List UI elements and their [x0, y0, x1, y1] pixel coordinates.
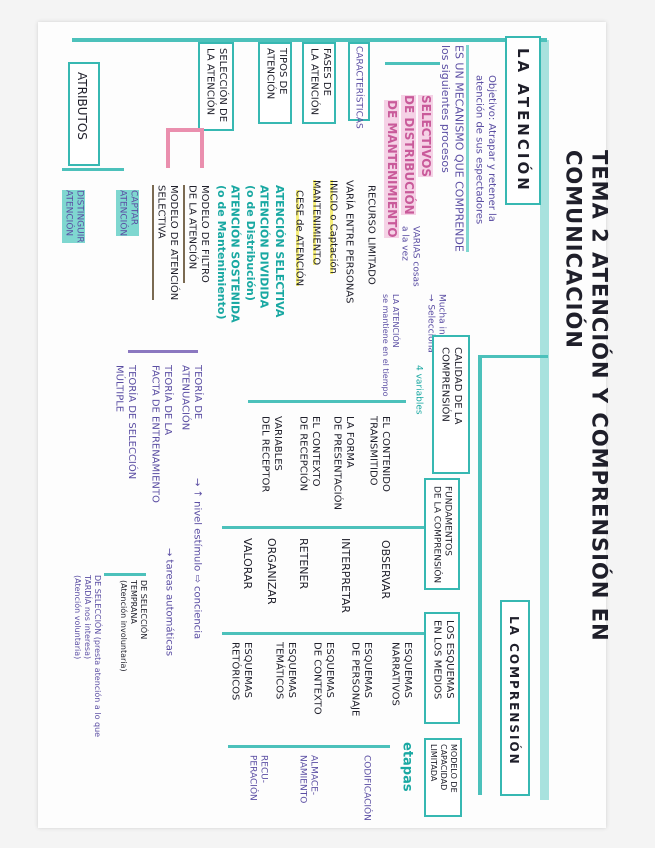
main-trunk-line [540, 40, 549, 800]
fundamentos-node: FUNDAMENTOS DE LA COMPRENSIÓN [424, 478, 460, 590]
esquema-contexto: ESQUEMAS DE CONTEXTO [311, 642, 336, 715]
pink-stem-1 [166, 128, 170, 168]
teoria-entrenamiento: TEORÍA DE LA FACTA DE ENTRENAMIENTO [149, 365, 174, 503]
calidad-node: CALIDAD DE LA COMPRENSIÓN [432, 335, 470, 474]
atributos-label: ATRIBUTOS [75, 72, 89, 140]
comprension-link [478, 355, 548, 358]
etapa-recuperacion: RECU- PERACIÓN [247, 755, 269, 801]
etapa-codificacion: CODIFICACIÓN [361, 755, 372, 821]
proceso-distribucion-note: VARIAS cosas a la vez [399, 226, 421, 287]
esquema-personaje: ESQUEMAS DE PERSONAJE [349, 642, 374, 717]
caracteristica-recurso: RECURSO LIMITADO [365, 185, 377, 285]
calidad-note: 4 variables [413, 365, 424, 415]
esquema-retoricos: ESQUEMAS RETÓRICOS [229, 642, 254, 701]
tipos-node: TIPOS DE ATENCIÓN [258, 42, 292, 124]
fase-inicio: INICIO o Captación [326, 180, 339, 274]
teoria-atenuacion-note: → ↑ nivel estímulo ⇨ conciencia [191, 478, 203, 640]
pink-stem-2 [200, 128, 204, 168]
esquemas-label: LOS ESQUEMAS EN LOS MEDIOS [431, 620, 456, 700]
mecanismo-text: ES UN MECANISMO QUE COMPRENDE los siguie… [438, 45, 469, 252]
teorias-bracket [128, 350, 198, 353]
seleccion-node: SELECCIÓN DE LA ATENCIÓN [198, 42, 234, 131]
fundamento-organizar: ORGANIZAR [264, 538, 278, 605]
fundamento-interpretar: INTERPRETAR [338, 538, 352, 614]
top-branch-line [72, 38, 547, 42]
modelo-bar [228, 745, 390, 748]
proceso-distribucion: DE DISTRIBUCIÓN [401, 95, 416, 215]
tipo-sostenida: ATENCIÓN SOSTENIDA (o de Mantenimiento) [214, 185, 242, 323]
modelo-selectiva: MODELO DE ATENCIÓN SELECTIVA [152, 185, 179, 301]
teoria-atenuacion: TEORÍA DE ATENUACIÓN [179, 365, 204, 431]
esquemas-node: LOS ESQUEMAS EN LOS MEDIOS [424, 612, 460, 724]
atencion-node: LA ATENCIÓN [505, 36, 541, 205]
calidad-bar [248, 400, 406, 403]
calidad-contenido: EL CONTENIDO TRANSMITIDO [367, 416, 392, 492]
seleccion-multiple-bracket [104, 573, 146, 576]
comprension-label: LA COMPRENSIÓN [507, 616, 521, 766]
modelo-node: MODELO DE CAPACIDAD LIMITADA [424, 738, 462, 817]
fundamentos-bar [222, 526, 424, 529]
proceso-selectivos: SELECTIVOS [418, 95, 433, 178]
calidad-receptor: VARIABLES DEL RECEPTOR [259, 416, 284, 493]
fundamentos-label: FUNDAMENTOS DE LA COMPRENSIÓN [431, 486, 453, 584]
seleccion-label: SELECCIÓN DE LA ATENCIÓN [204, 48, 229, 123]
atributo-distinguir: DISTINGUIR ATENCIÓN [62, 190, 85, 243]
comprension-spine [478, 355, 482, 795]
atributo-captar: CAPTAR ATENCIÓN [116, 190, 139, 237]
caracteristica-varia: VARÍA ENTRE PERSONAS [343, 180, 355, 304]
fases-label: FASES DE LA ATENCIÓN [308, 48, 333, 116]
teoria-seleccion-multiple: TEORÍA DE SELECCIÓN MÚLTIPLE [113, 365, 138, 480]
comprension-node: LA COMPRENSIÓN [500, 600, 530, 796]
seleccion-pink-connector [166, 128, 204, 132]
caracteristicas-label: CARACTERÍSTICAS [353, 46, 364, 129]
modelo-label: MODELO DE CAPACIDAD LIMITADA [429, 744, 458, 793]
calidad-forma: LA FORMA DE PRESENTACIÓN [331, 416, 356, 510]
atencion-label: LA ATENCIÓN [513, 48, 532, 193]
modelo-filtro: MODELO DE FILTRO DE LA ATENCIÓN [183, 185, 210, 283]
esquema-narrativos: ESQUEMAS NARRATIVOS [389, 642, 414, 706]
atributos-branch [62, 168, 124, 171]
page-title: TEMA 2 ATENCIÓN Y COMPRENSIÓN EN COMUNIC… [561, 150, 612, 642]
modelo-note: etapas [399, 742, 415, 792]
esquema-tematicos: ESQUEMAS TEMÁTICOS [273, 642, 298, 700]
esquemas-bar [222, 632, 424, 635]
seleccion-tardia: DE SELECCIÓN (presta atención a lo que T… [73, 575, 102, 738]
atributos-node: ATRIBUTOS [68, 62, 100, 166]
tipo-selectiva: ATENCIÓN SELECTIVA [272, 185, 286, 318]
etapa-almacenamiento: ALMACE- NAMIENTO [297, 755, 319, 804]
tipos-label: TIPOS DE ATENCIÓN [264, 48, 289, 100]
fases-node: FASES DE LA ATENCIÓN [302, 42, 336, 124]
objetivo-text: Objetivo: Atrapar y retener la atención … [473, 75, 498, 225]
proceso-mantenimiento-note: LA ATENCIÓN se mantiene en el tiempo [381, 294, 400, 397]
fundamento-valorar: VALORAR [240, 538, 254, 590]
fase-cese: CESE de ATENCIÓN [292, 190, 305, 287]
tipo-dividida: ATENCIÓN DIVIDIDA (o de Distribución) [243, 185, 271, 309]
fase-mantenimiento: MANTENIMIENTO [309, 180, 322, 266]
fundamento-observar: OBSERVAR [378, 540, 392, 599]
teoria-entrenamiento-note: → tareas automáticas [163, 548, 175, 657]
procesos-bar [385, 62, 440, 65]
caracteristicas-node: CARACTERÍSTICAS [348, 42, 370, 129]
calidad-label: CALIDAD DE LA COMPRENSIÓN [439, 347, 464, 425]
proceso-mantenimiento: DE MANTENIMIENTO [384, 100, 399, 238]
calidad-contexto: EL CONTEXTO DE RECEPCIÓN [297, 416, 322, 492]
seleccion-temprana: DE SELECCIÓN TEMPRANA (Atención involunt… [119, 580, 148, 672]
fundamento-retener: RETENER [296, 538, 310, 590]
